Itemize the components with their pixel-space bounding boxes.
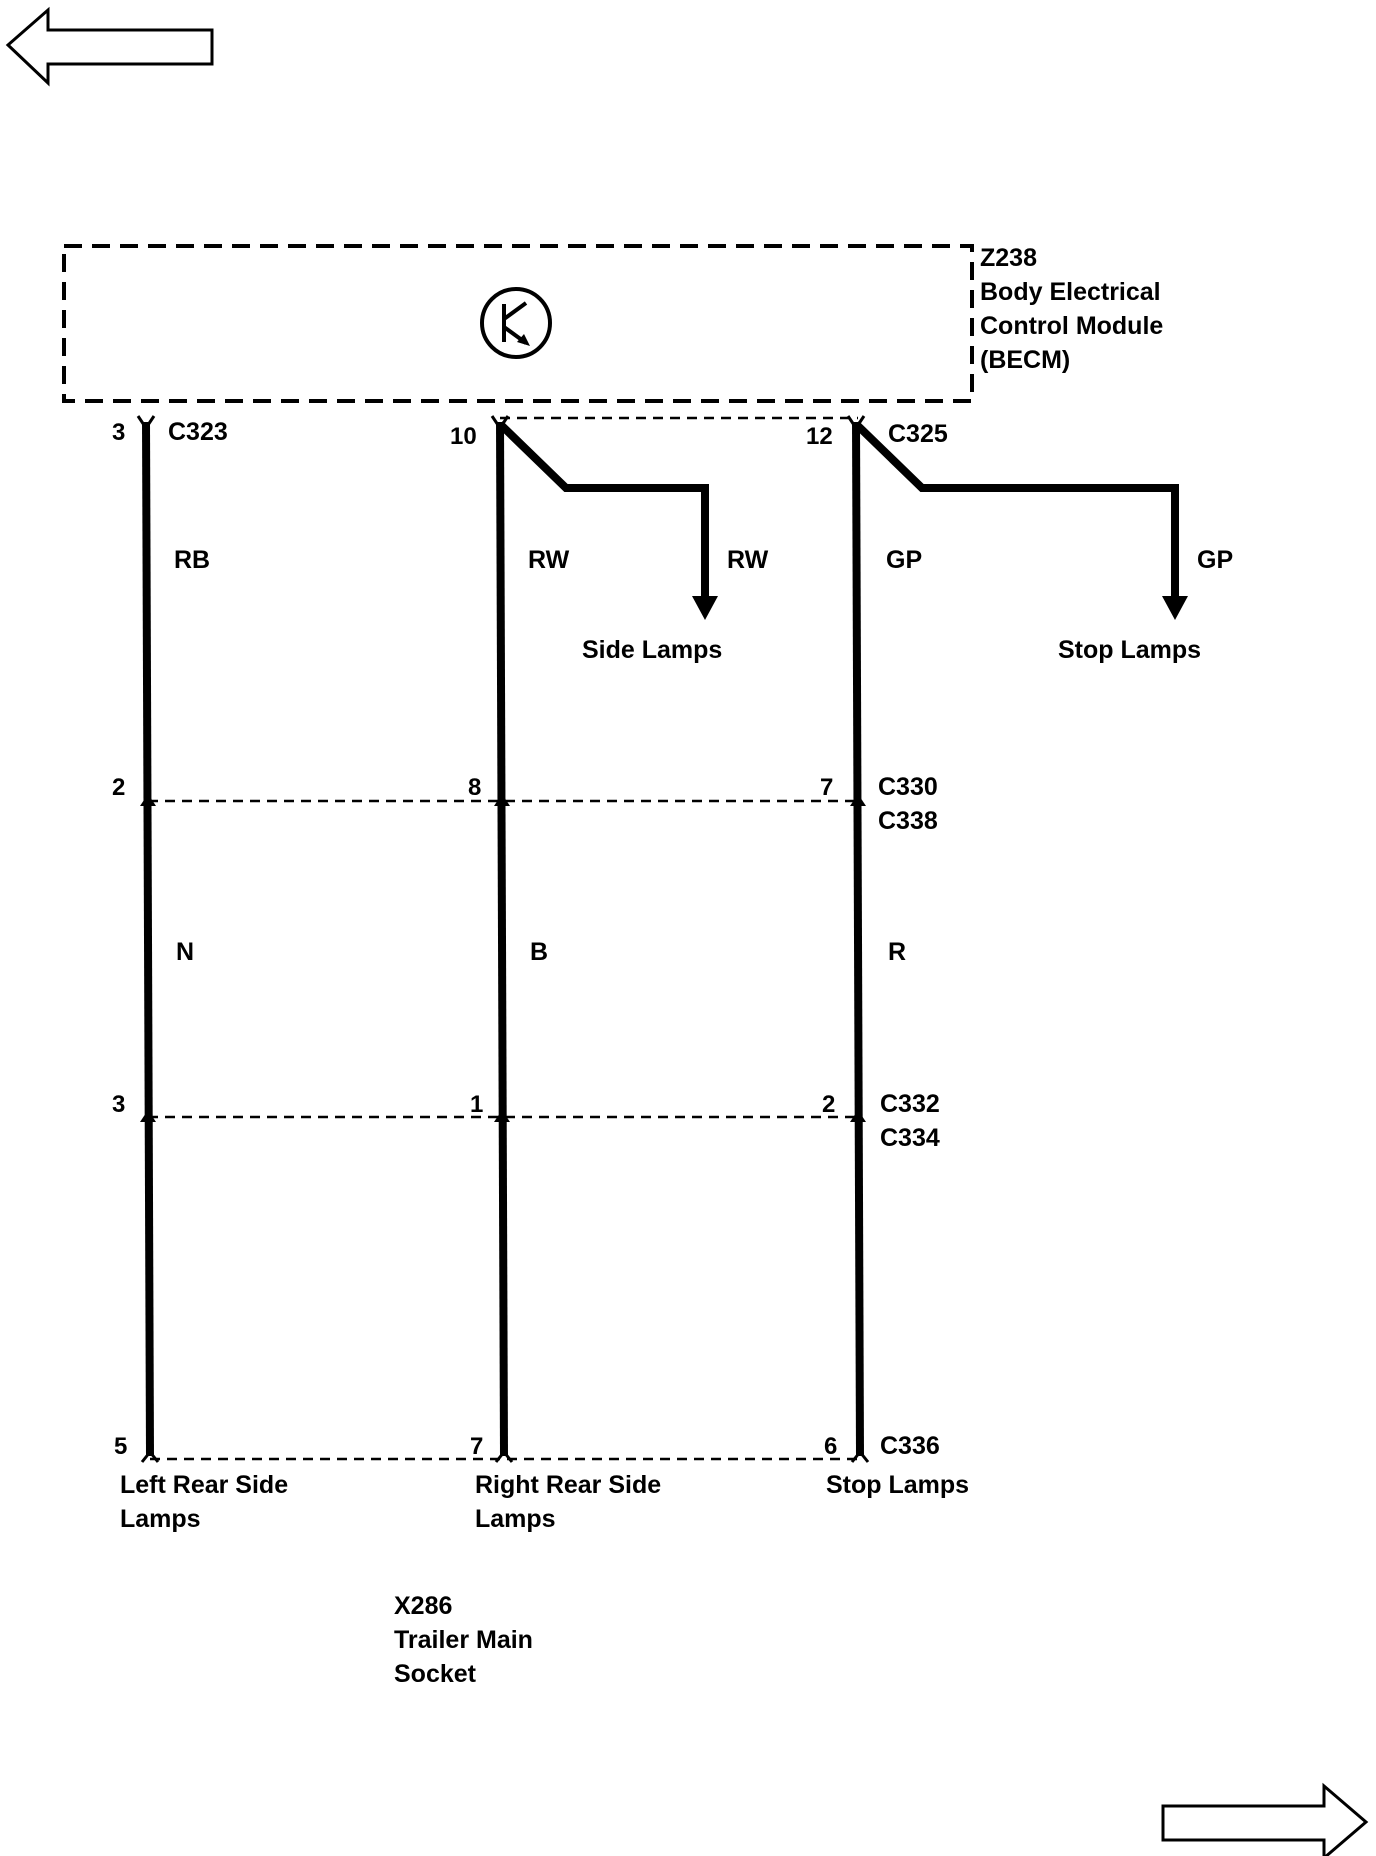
pin-number: 12 xyxy=(806,423,833,450)
destination-label: Lamps xyxy=(475,1505,556,1533)
wire-color-label: RB xyxy=(174,546,210,574)
pin-number: 7 xyxy=(820,774,833,801)
destination-label: Stop Lamps xyxy=(826,1471,969,1499)
destination-label: Left Rear Side xyxy=(120,1471,288,1499)
branch-destination-label: Side Lamps xyxy=(582,636,722,664)
branch-wire-color-label: GP xyxy=(1197,546,1233,574)
branch-wire-stop-lamps xyxy=(853,421,1179,598)
module-name-line2: Control Module xyxy=(980,312,1163,340)
connector-label-c325: C325 xyxy=(888,420,948,448)
module-id: Z238 xyxy=(980,244,1037,272)
wire-circuit-1 xyxy=(142,421,154,1457)
pin-number: 3 xyxy=(112,1091,125,1118)
transistor-icon xyxy=(480,287,552,359)
branch-wire-side-lamps xyxy=(497,421,709,598)
wire-color-label: GP xyxy=(886,546,922,574)
inline-pin-marker xyxy=(140,1110,866,1122)
pin-number: 7 xyxy=(470,1433,483,1460)
prev-page-arrow[interactable] xyxy=(5,6,214,87)
module-outline xyxy=(62,244,974,403)
wire-color-label: N xyxy=(176,938,194,966)
pin-number: 2 xyxy=(822,1091,835,1118)
pin-number: 8 xyxy=(468,774,481,801)
pin-number: 1 xyxy=(470,1091,483,1118)
connector-label-c323: C323 xyxy=(168,418,228,446)
pin-fork-top-1 xyxy=(136,415,156,431)
connector-label-c338: C338 xyxy=(878,807,938,835)
destination-label: Lamps xyxy=(120,1505,201,1533)
socket-name-line2: Socket xyxy=(394,1660,477,1688)
connector-label-c336: C336 xyxy=(880,1432,940,1460)
connector-label-c330: C330 xyxy=(878,773,938,801)
next-page-arrow[interactable] xyxy=(1161,1782,1369,1856)
branch-arrow-side-lamps xyxy=(692,596,718,620)
inline-pin-marker xyxy=(140,794,866,806)
module-name-line1: Body Electrical xyxy=(980,278,1161,306)
pin-number: 6 xyxy=(824,1433,837,1460)
branch-wire-color-label: RW xyxy=(727,546,769,574)
branch-destination-label: Stop Lamps xyxy=(1058,636,1201,664)
connector-label-c332: C332 xyxy=(880,1090,940,1118)
pin-number: 2 xyxy=(112,774,125,801)
pin-number: 5 xyxy=(114,1433,127,1460)
wire-circuit-2 xyxy=(496,421,508,1457)
pin-number: 10 xyxy=(450,423,477,450)
bottom-pin-fork xyxy=(140,1449,870,1463)
wire-color-label: R xyxy=(888,938,906,966)
branch-arrow-stop-lamps xyxy=(1162,596,1188,620)
socket-name-line1: Trailer Main xyxy=(394,1626,533,1654)
wire-color-label: RW xyxy=(528,546,570,574)
wire-color-label: B xyxy=(530,938,548,966)
connector-label-c334: C334 xyxy=(880,1124,940,1152)
pin-number: 3 xyxy=(112,419,125,446)
module-name-line3: (BECM) xyxy=(980,346,1070,374)
destination-label: Right Rear Side xyxy=(475,1471,661,1499)
wire-circuit-3 xyxy=(852,421,864,1457)
socket-id: X286 xyxy=(394,1592,452,1620)
